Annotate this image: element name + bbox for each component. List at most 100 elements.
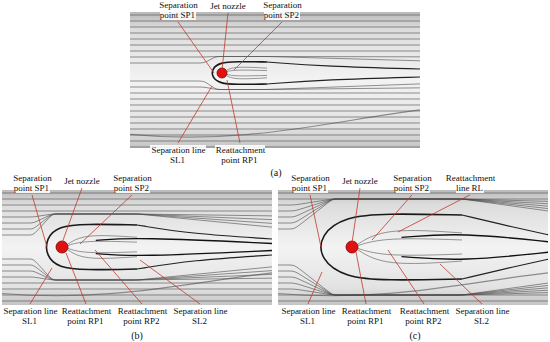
callout-label: Reattachment point RP1 — [58, 307, 114, 327]
streamline — [130, 129, 420, 130]
leader-line — [372, 195, 412, 240]
callout-label: Separation point SP1 — [150, 1, 206, 21]
callout-label: Separation point SP1 — [4, 174, 60, 194]
callout-label: Separation line SL1 — [150, 146, 206, 166]
streamline — [2, 214, 272, 217]
streamline — [2, 214, 272, 229]
leader-line — [66, 253, 86, 304]
streamline — [130, 99, 420, 100]
streamline — [2, 271, 272, 280]
streamline — [278, 295, 548, 296]
streamline — [130, 87, 420, 90]
leader-line — [356, 252, 366, 304]
streamline — [130, 33, 420, 34]
streamline — [2, 205, 272, 206]
callout-label: Separation point SP2 — [384, 174, 440, 194]
streamline — [130, 21, 420, 22]
separation-line — [47, 224, 137, 269]
leader-line — [95, 250, 142, 304]
surface-contour — [130, 110, 420, 137]
leader-line — [388, 250, 424, 304]
streamline — [278, 283, 548, 295]
callout-label: Separation point SP2 — [254, 1, 310, 21]
callout-label: Jet nozzle — [206, 2, 250, 12]
leader-line — [440, 264, 482, 304]
callout-label: Reattachment line RL — [442, 174, 498, 194]
leader-line — [80, 195, 132, 244]
streamline — [358, 239, 462, 246]
leader-line — [140, 260, 200, 304]
streamline — [130, 117, 420, 118]
streamline — [2, 295, 272, 296]
leader-line — [352, 188, 360, 243]
streamline — [68, 249, 137, 253]
leader-line — [227, 80, 240, 143]
leader-line — [234, 22, 282, 70]
panel-label: (c) — [404, 330, 426, 341]
streamline — [2, 199, 272, 200]
streamline — [130, 51, 420, 52]
streamline — [130, 141, 420, 142]
leader-line — [222, 13, 228, 70]
wake-line — [267, 77, 420, 84]
flow-panel — [278, 190, 548, 305]
wake-line — [462, 215, 548, 236]
wake-line — [137, 255, 272, 269]
streamline — [130, 45, 420, 46]
leader-line — [308, 272, 322, 304]
streamline — [227, 70, 267, 71]
streamline — [2, 289, 272, 290]
streamline — [130, 27, 420, 28]
wake-line — [267, 62, 420, 69]
streamline — [278, 199, 548, 223]
wake-line — [137, 225, 272, 239]
callout-label: Reattachment point RP2 — [396, 307, 452, 327]
streamline — [227, 76, 267, 79]
streamline — [130, 123, 420, 124]
streamline — [130, 39, 420, 40]
streamline — [358, 249, 462, 256]
callout-label: Separation point SP1 — [282, 174, 338, 194]
callout-label: Reattachment point RP1 — [212, 146, 268, 166]
separation-line — [212, 62, 267, 85]
leader-line — [62, 188, 82, 243]
leader-line — [32, 195, 47, 247]
surface — [130, 12, 420, 148]
surface — [278, 190, 548, 305]
panel-label: (a) — [265, 167, 287, 178]
separation-line — [402, 252, 549, 259]
panel-label: (b) — [126, 330, 148, 341]
flow-panel — [2, 190, 272, 305]
separation-line — [321, 214, 462, 280]
callout-label: Reattachment point RP2 — [114, 307, 170, 327]
leader-line — [398, 195, 470, 232]
streamline — [278, 301, 548, 302]
callout-label: Jet nozzle — [60, 177, 104, 187]
streamline — [227, 75, 267, 76]
separation-line — [96, 239, 272, 244]
streamline — [2, 277, 272, 280]
separation-line — [402, 235, 549, 242]
callout-label: Separation line SL1 — [280, 307, 336, 327]
callout-label: Jet nozzle — [338, 177, 382, 187]
surface — [2, 190, 272, 305]
streamline — [130, 81, 420, 90]
callout-label: Separation line SL2 — [172, 307, 228, 327]
leader-line — [30, 268, 52, 304]
streamline — [2, 265, 272, 280]
leader-line — [178, 22, 214, 73]
callout-label: Separation point SP2 — [104, 174, 160, 194]
streamline — [278, 289, 548, 295]
streamline — [2, 211, 272, 212]
wake-line — [462, 258, 548, 279]
streamline — [130, 93, 420, 94]
callout-label: Separation line SL1 — [2, 307, 58, 327]
leader-line — [178, 86, 212, 143]
streamline — [278, 271, 548, 295]
separation-line — [96, 250, 272, 255]
callout-label: Reattachment point RP1 — [338, 307, 394, 327]
streamline — [130, 135, 420, 136]
streamline — [278, 199, 548, 211]
